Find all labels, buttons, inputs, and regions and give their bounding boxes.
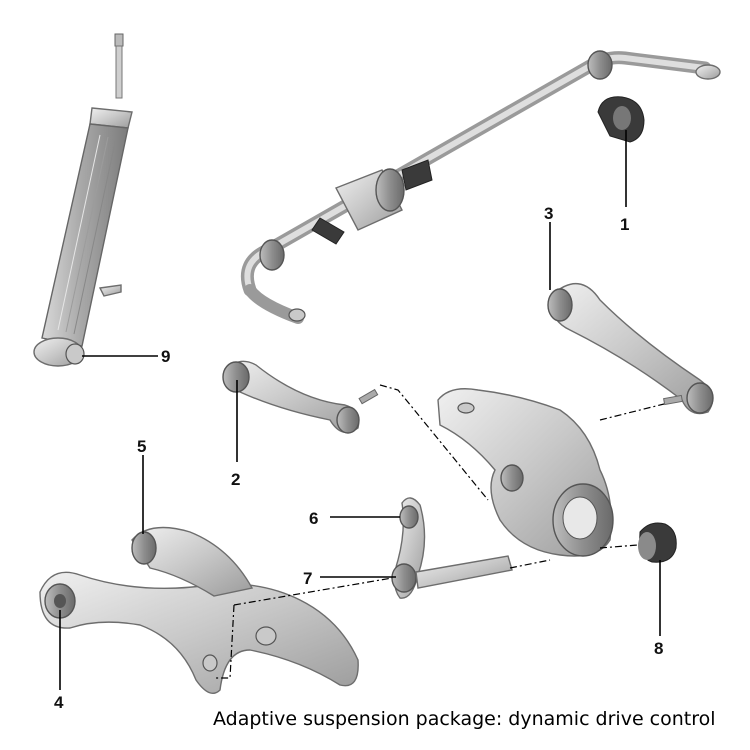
bushing-1: [597, 96, 645, 143]
callout-4: 4: [54, 693, 64, 712]
leader-lines: [59, 130, 661, 690]
callout-7: 7: [303, 569, 312, 588]
diagram-caption: Adaptive suspension package: dynamic dri…: [213, 708, 716, 730]
callout-9: 9: [161, 347, 170, 366]
callout-8: 8: [654, 639, 663, 658]
callout-labels: 1 2 3 4 5 6 7 8 9: [54, 204, 663, 712]
upper-control-arm-2: [222, 360, 379, 434]
callout-2: 2: [231, 470, 240, 489]
lower-link-6-7: [391, 497, 513, 599]
callout-3: 3: [544, 204, 553, 223]
callout-6: 6: [309, 509, 318, 528]
lower-wishbone: [39, 526, 359, 694]
wheel-carrier: [437, 388, 614, 557]
assembly-lines: [214, 384, 665, 679]
bushing-8: [638, 522, 677, 563]
upper-control-arm-3: [547, 282, 714, 415]
shock-absorber: [33, 33, 133, 367]
callout-5: 5: [137, 437, 146, 456]
callout-1: 1: [620, 215, 629, 234]
anti-roll-bar: [240, 50, 721, 324]
